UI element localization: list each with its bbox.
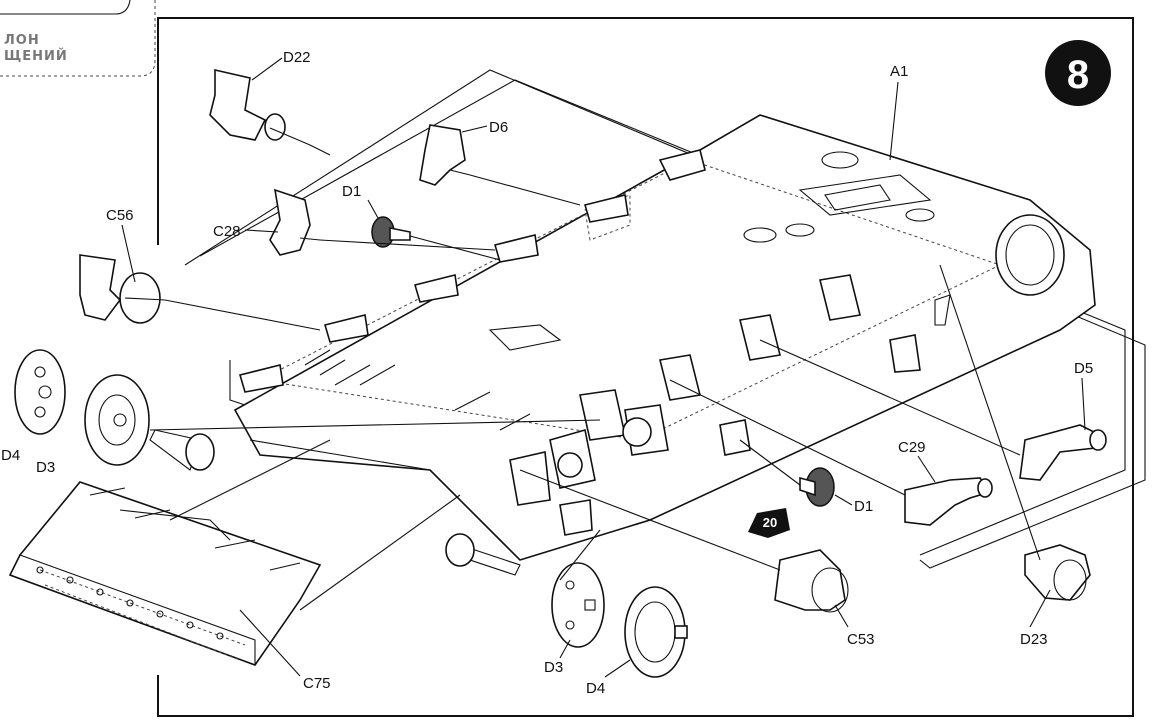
roller-left <box>149 429 215 471</box>
part-c28 <box>269 188 321 256</box>
part-d22 <box>209 68 311 146</box>
header-fragment-line1: ЛОН <box>4 33 40 48</box>
part-d23 <box>1024 544 1091 601</box>
part-d3-left <box>84 374 150 466</box>
part-c53 <box>774 549 849 613</box>
label-d22: D22 <box>283 49 311 66</box>
label-c56: C56 <box>106 207 134 224</box>
header-fragment-line2: ЩЕНИЙ <box>4 48 68 64</box>
label-c53: C53 <box>847 631 875 648</box>
label-a1: A1 <box>890 63 908 80</box>
header-fragment: ЛОН ЩЕНИЙ <box>0 0 156 77</box>
housing-a1 <box>233 114 1096 561</box>
part-c56 <box>79 254 166 324</box>
part-d4-left <box>14 349 66 435</box>
roller-bottom <box>445 533 521 576</box>
part-d6 <box>419 124 471 186</box>
part-d3-bottom <box>551 562 605 648</box>
part-labels: D22 D6 A1 D1 C28 C56 D4 D3 D5 C29 D1 C53… <box>1 49 1093 697</box>
label-d4-bottom: D4 <box>586 680 605 697</box>
cover-c75 <box>8 481 322 666</box>
label-d1-right: D1 <box>854 498 873 515</box>
label-ticks <box>121 57 1086 678</box>
part-d1-right <box>799 467 835 507</box>
reference-star-number: 20 <box>763 515 777 530</box>
label-d3-left: D3 <box>36 459 55 476</box>
part-d5 <box>1019 424 1107 481</box>
step-badge: 8 <box>1045 40 1111 106</box>
label-c29: C29 <box>898 439 926 456</box>
label-d5: D5 <box>1074 360 1093 377</box>
label-c75: C75 <box>303 675 331 692</box>
label-d4-left: D4 <box>1 447 20 464</box>
label-c28: C28 <box>213 223 241 240</box>
reference-star: 20 <box>748 508 790 538</box>
part-d1-top <box>371 216 411 248</box>
label-d1-top: D1 <box>342 183 361 200</box>
diagram-frame <box>157 17 1134 717</box>
label-d23: D23 <box>1020 631 1048 648</box>
step-number: 8 <box>1067 53 1089 97</box>
label-d6: D6 <box>489 119 508 136</box>
part-d4-bottom <box>624 586 688 678</box>
leader-lines <box>149 144 1041 611</box>
part-c29 <box>904 477 993 526</box>
label-d3-bottom: D3 <box>544 659 563 676</box>
